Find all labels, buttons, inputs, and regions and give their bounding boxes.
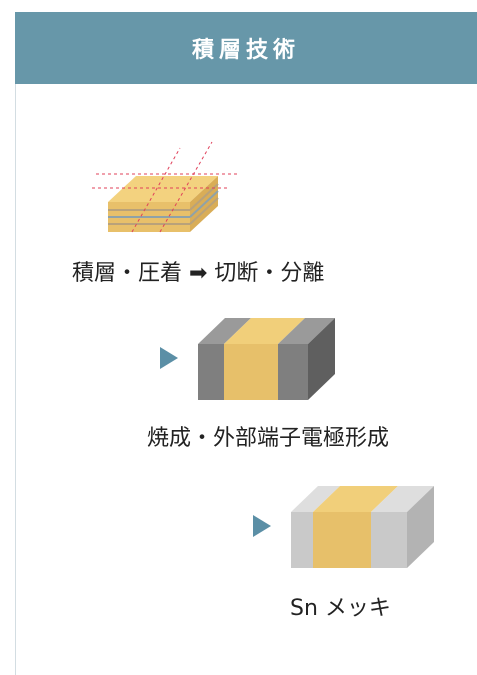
layer-line — [189, 190, 219, 218]
chip-right-terminal — [371, 512, 407, 568]
chip-body — [224, 344, 278, 400]
cut-line — [159, 141, 213, 233]
cut-line — [131, 147, 181, 233]
chip-left-terminal — [198, 344, 224, 400]
step-arrow-icon — [160, 347, 178, 369]
chip-body — [313, 512, 371, 568]
step-2-label: 焼成・外部端子電極形成 — [147, 426, 390, 451]
section-header: 積層技術 — [15, 12, 477, 84]
chip-top-face-left-terminal — [291, 486, 340, 512]
chip-top-face-body — [313, 486, 398, 512]
plated-chip-illustration — [291, 486, 434, 568]
chip-left-terminal — [291, 512, 313, 568]
chip-side-face — [308, 318, 335, 400]
step-1-label: 積層・圧着 ➡ 切断・分離 — [72, 261, 325, 286]
layer-line — [189, 197, 219, 225]
chip-top-face-right-terminal — [371, 486, 434, 512]
fired-chip-illustration — [198, 318, 335, 400]
chip-right-terminal — [278, 344, 308, 400]
stacked-layers-block-illustration — [92, 141, 238, 233]
step-arrow-icon — [253, 515, 271, 537]
chip-side-face — [407, 486, 434, 568]
step-3-label: Sn メッキ — [290, 596, 391, 621]
block-top-face — [108, 176, 218, 202]
chip-top-face-left-terminal — [198, 318, 251, 344]
process-panel — [15, 12, 477, 675]
chip-top-face-right-terminal — [278, 318, 335, 344]
section-title: 積層技術 — [191, 38, 300, 63]
